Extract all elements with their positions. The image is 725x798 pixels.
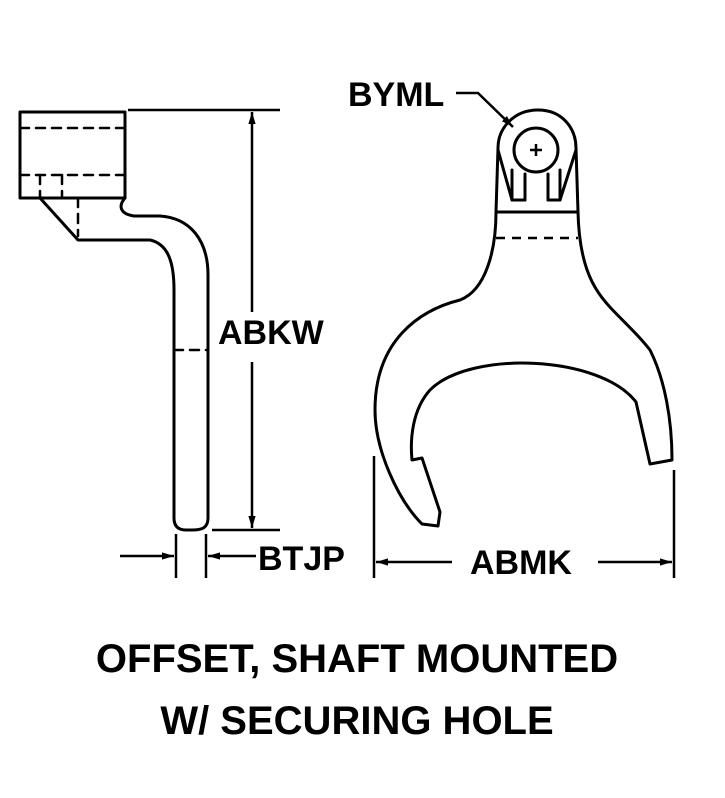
fork-outline — [373, 108, 674, 528]
label-btjp: BTJP — [258, 540, 345, 578]
caption-line-1: OFFSET, SHAFT MOUNTED — [96, 637, 618, 681]
caption-line-2: W/ SECURING HOLE — [160, 699, 553, 743]
securing-hole — [512, 126, 560, 174]
front-view — [373, 108, 674, 528]
label-byml: BYML — [348, 76, 444, 114]
label-abkw: ABKW — [218, 314, 325, 352]
dimension-abkw — [128, 108, 280, 532]
shaft-arm-outline — [38, 196, 210, 532]
hidden-lines — [18, 126, 210, 352]
leader-byml — [456, 91, 514, 128]
center-mark — [530, 144, 542, 156]
hub-outline — [18, 110, 127, 200]
dimension-btjp — [120, 534, 256, 578]
dimension-abmk — [372, 456, 676, 578]
label-abmk: ABMK — [470, 544, 572, 582]
side-view — [18, 110, 210, 532]
